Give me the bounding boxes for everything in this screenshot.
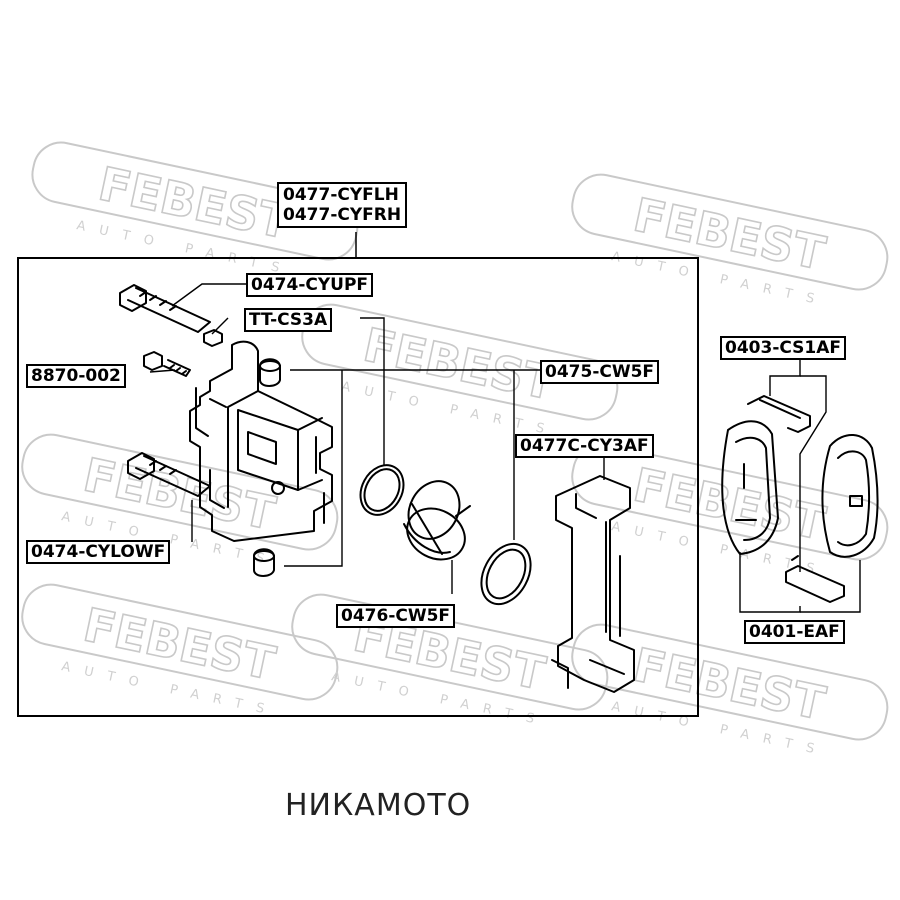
piston-seal-ring [359,464,405,516]
upper-guide-pin [119,284,211,333]
line-art [119,284,879,693]
lower-guide-pin [127,452,211,497]
label-boot-small: TT-CS3A [244,308,333,332]
label-pads: 0401-EAF [744,620,845,644]
label-seal-kit: 0475-CW5F [540,360,660,384]
label-lower-pin: 0474-CYLOWF [26,540,171,564]
clip-top [747,395,811,433]
dust-boot-ring [480,542,532,606]
small-boot [203,329,223,347]
label-caliper-lh: 0477-CYFLH [283,185,399,205]
label-piston: 0476-CW5F [336,604,456,628]
clip-bottom [785,555,845,603]
caliper-boot-top [259,358,281,387]
caliper-body [189,340,333,542]
label-upper-pin: 0474-CYUPF [246,273,374,297]
caliper-boot-bottom [253,548,275,577]
brake-pad-right [821,434,879,558]
caption-text: НИКАМОТО [285,788,472,823]
assembly-frame [17,257,699,717]
label-bleeder: 8870-002 [26,364,126,388]
bleeder-screw [143,351,191,377]
label-bracket: 0477C-CY3AF [515,434,654,458]
label-caliper-rh: 0477-CYFRH [283,205,402,225]
label-clip-kit: 0403-CS1AF [720,336,847,360]
caliper-bracket [551,475,635,693]
brake-pad-left [721,420,779,555]
piston [403,480,471,561]
label-caliper-assembly: 0477-CYFLH 0477-CYFRH [277,182,408,228]
